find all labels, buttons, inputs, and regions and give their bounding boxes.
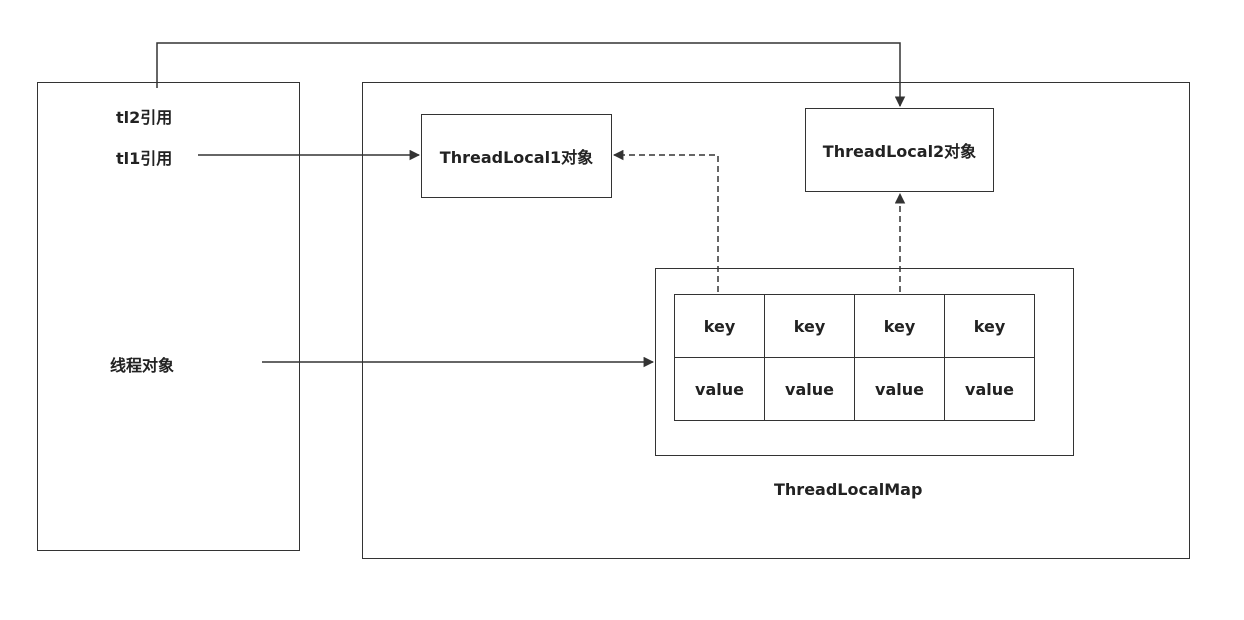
entry-key-cell: key <box>854 294 945 358</box>
entry-value-cell: value <box>944 357 1035 421</box>
thread-object-label: 线程对象 <box>110 356 175 375</box>
threadlocal2-object-box: ThreadLocal2对象 <box>805 108 994 192</box>
entry-value-cell: value <box>764 357 855 421</box>
key-row: key key key key <box>674 294 1035 358</box>
tl2-reference-label: tl2引用 <box>116 108 173 127</box>
tl1-reference-label: tl1引用 <box>116 149 173 168</box>
entry-value-cell: value <box>674 357 765 421</box>
entry-key-cell: key <box>944 294 1035 358</box>
threadlocal1-object-box: ThreadLocal1对象 <box>421 114 612 198</box>
thread-stack-box <box>37 82 300 551</box>
entry-value-cell: value <box>854 357 945 421</box>
entry-key-cell: key <box>674 294 765 358</box>
entry-table: key key key key value value value value <box>674 294 1035 421</box>
value-row: value value value value <box>674 357 1035 421</box>
entry-key-cell: key <box>764 294 855 358</box>
threadlocalmap-caption: ThreadLocalMap <box>774 480 923 499</box>
